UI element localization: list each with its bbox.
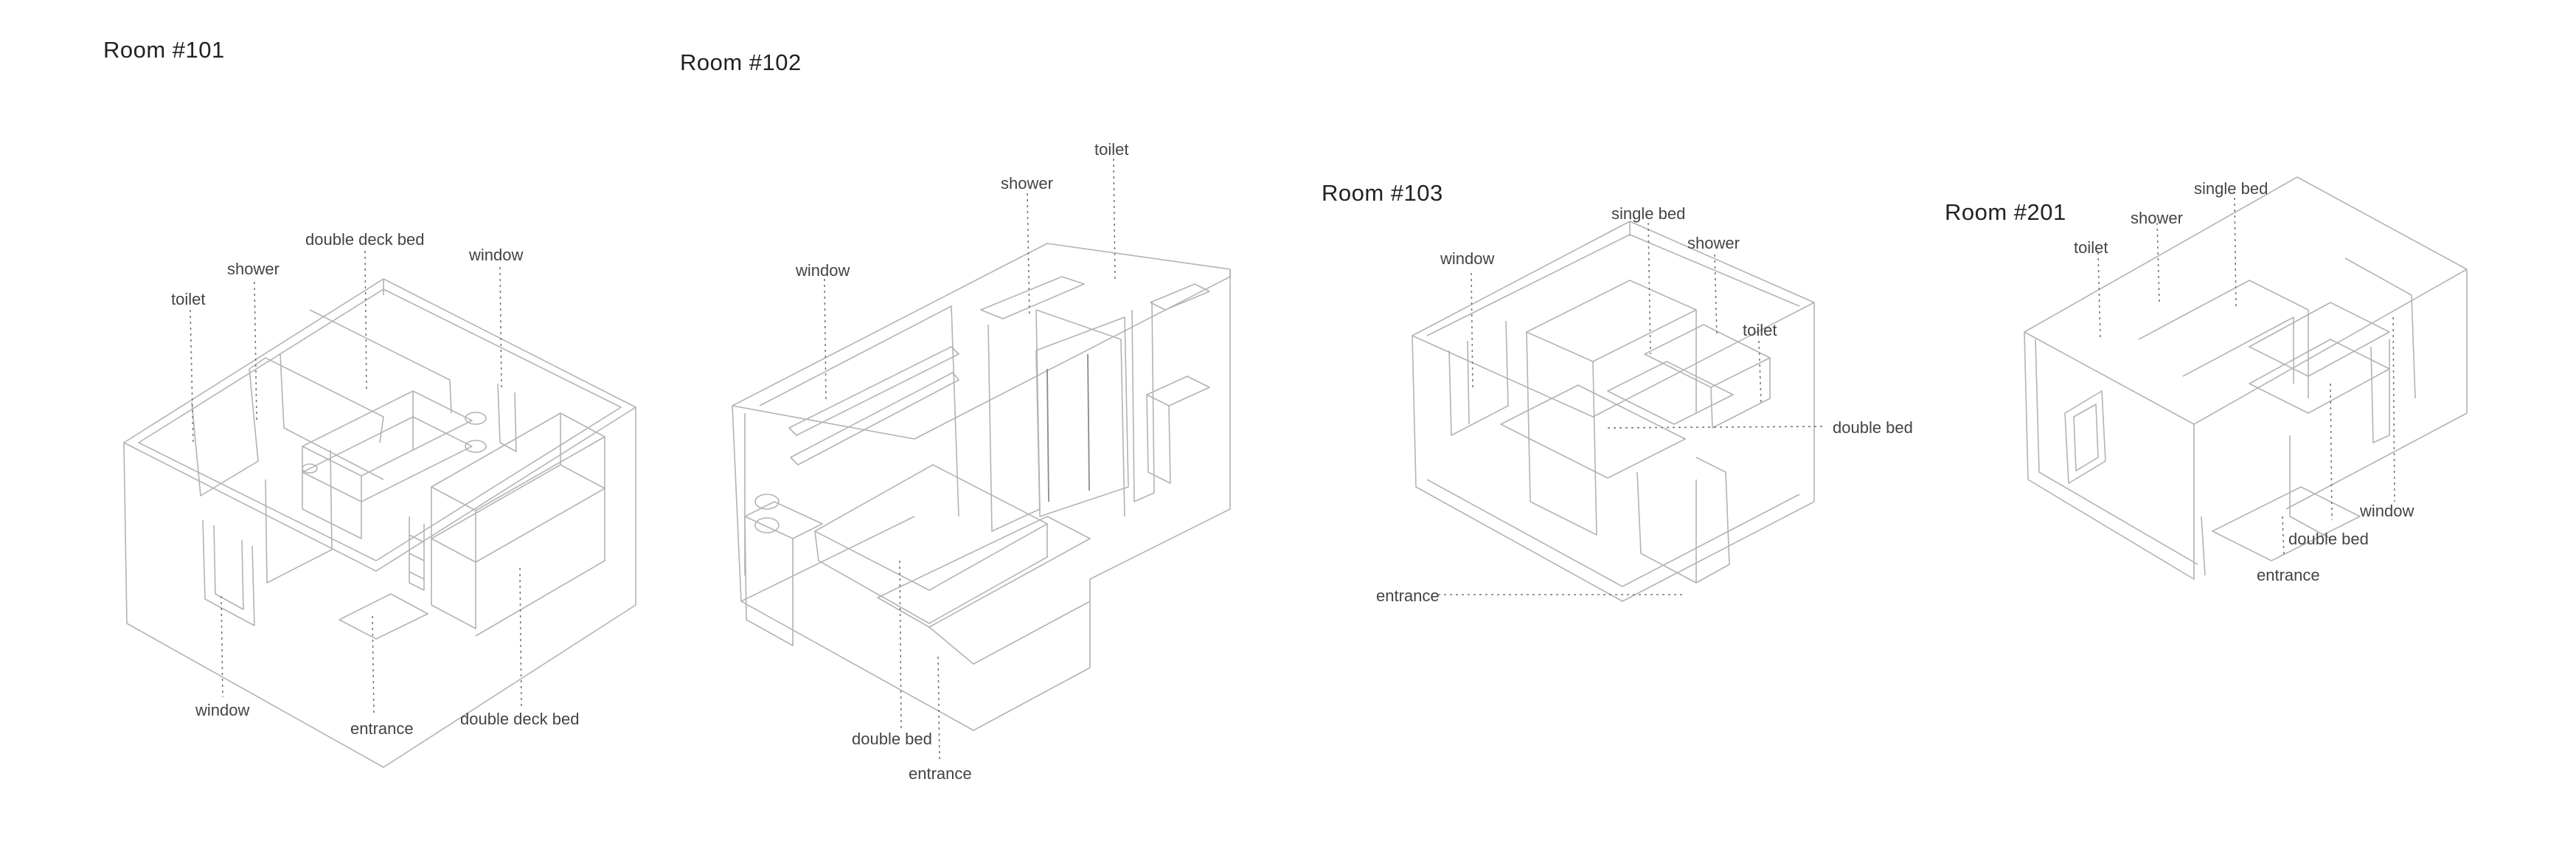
room-102-label-toilet: toilet (1094, 140, 1128, 159)
room-102-drawing (732, 243, 1231, 731)
room-201-label-entrance: entrance (2257, 566, 2320, 584)
room-103-label-window: window (1440, 249, 1494, 268)
room-201-title: Room #201 (1945, 199, 2066, 225)
room-101-label-window-bottom: window (195, 701, 249, 719)
room-102-title: Room #102 (680, 49, 802, 75)
room-101-label-shower: shower (227, 260, 280, 278)
room-102: Room #102 (680, 49, 1231, 783)
room-101-title: Room #101 (103, 37, 225, 63)
room-101-label-double-deck-bed-bottom: double deck bed (460, 710, 579, 728)
room-102-label-entrance: entrance (909, 764, 972, 783)
room-201-label-toilet: toilet (2074, 238, 2108, 257)
room-103-drawing (1412, 221, 1815, 602)
room-101: Room #101 (103, 37, 636, 768)
room-103-label-toilet: toilet (1743, 321, 1777, 339)
room-201: Room #201 toilet (1945, 176, 2468, 584)
room-103-label-double-bed: double bed (1833, 418, 1913, 437)
room-102-label-window: window (795, 261, 850, 280)
room-201-drawing (2024, 176, 2468, 580)
room-101-label-toilet: toilet (171, 290, 205, 308)
room-201-label-shower: shower (2131, 209, 2183, 227)
room-102-label-shower: shower (1001, 174, 1053, 193)
room-201-label-single-bed: single bed (2194, 179, 2268, 198)
room-201-label-window: window (2359, 502, 2414, 520)
room-102-label-double-bed: double bed (852, 730, 932, 748)
room-103-label-shower: shower (1687, 234, 1740, 252)
room-101-drawing (123, 278, 636, 768)
room-103: Room #103 (1322, 180, 1913, 605)
room-103-label-single-bed: single bed (1611, 204, 1685, 223)
room-103-title: Room #103 (1322, 180, 1443, 206)
room-101-label-double-deck-bed-top: double deck bed (305, 230, 424, 249)
room-101-label-entrance: entrance (350, 719, 414, 738)
room-103-label-entrance: entrance (1376, 587, 1440, 605)
room-101-label-window-top: window (468, 246, 523, 264)
room-201-label-double-bed: double bed (2288, 530, 2369, 548)
